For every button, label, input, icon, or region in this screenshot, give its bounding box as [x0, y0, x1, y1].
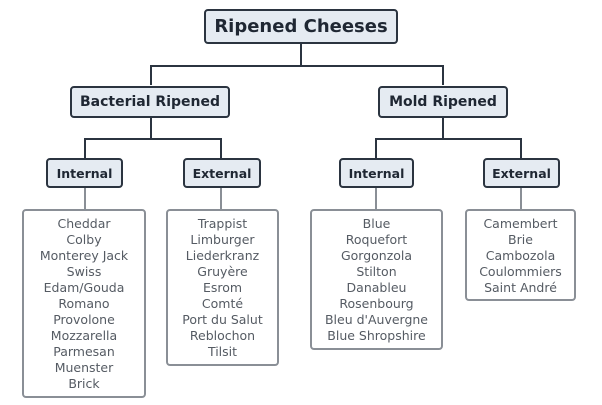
list-item: Provolone [53, 312, 115, 327]
list-item: Camembert [483, 216, 558, 231]
list-item: Liederkranz [185, 248, 260, 263]
list-item: Limburger [190, 232, 255, 247]
list-item: Mozzarella [50, 328, 118, 343]
list-item: Saint André [484, 280, 557, 295]
root-node: Ripened Cheeses [204, 9, 398, 44]
connector-mold-to-groups [375, 117, 522, 158]
connector-root-to-branches [150, 43, 444, 85]
group-mold-internal: Internal [339, 158, 414, 188]
connector-bacterial-to-groups [84, 117, 222, 158]
list-item: Muenster [54, 360, 114, 375]
list-item: Brie [508, 232, 533, 247]
list-item: Rosenbourg [339, 296, 414, 311]
list-item: Parmesan [53, 344, 115, 359]
list-mold-internal: Blue Roquefort Gorgonzola Stilton Danabl… [310, 209, 443, 350]
list-item: Gorgonzola [340, 248, 413, 263]
list-item: Trappist [197, 216, 248, 231]
list-item: Bleu d'Auvergne [324, 312, 429, 327]
list-item: Blue [362, 216, 391, 231]
list-item: Port du Salut [182, 312, 263, 327]
list-mold-external: Camembert Brie Cambozola Coulommiers Sai… [465, 209, 576, 301]
list-item: Stilton [356, 264, 397, 279]
branch-bacterial-ripened: Bacterial Ripened [70, 86, 230, 118]
list-item: Swiss [66, 264, 102, 279]
list-item: Edam/Gouda [43, 280, 125, 295]
list-item: Monterey Jack [39, 248, 129, 263]
list-item: Romano [58, 296, 110, 311]
list-item: Roquefort [345, 232, 408, 247]
list-item: Reblochon [189, 328, 256, 343]
list-item: Gruyère [197, 264, 248, 279]
group-bacterial-external: External [183, 158, 261, 188]
list-item: Danableu [346, 280, 407, 295]
list-item: Blue Shropshire [327, 328, 426, 343]
list-item: Brick [68, 376, 100, 391]
branch-mold-ripened: Mold Ripened [378, 86, 508, 118]
group-bacterial-internal: Internal [46, 158, 123, 188]
list-item: Esrom [202, 280, 243, 295]
group-mold-external: External [483, 158, 560, 188]
list-item: Comté [201, 296, 244, 311]
list-item: Cheddar [57, 216, 111, 231]
list-item: Colby [66, 232, 102, 247]
list-item: Coulommiers [479, 264, 562, 279]
list-item: Cambozola [485, 248, 556, 263]
list-item: Tilsit [207, 344, 238, 359]
list-bacterial-internal: Cheddar Colby Monterey Jack Swiss Edam/G… [22, 209, 146, 398]
list-bacterial-external: Trappist Limburger Liederkranz Gruyère E… [166, 209, 279, 366]
